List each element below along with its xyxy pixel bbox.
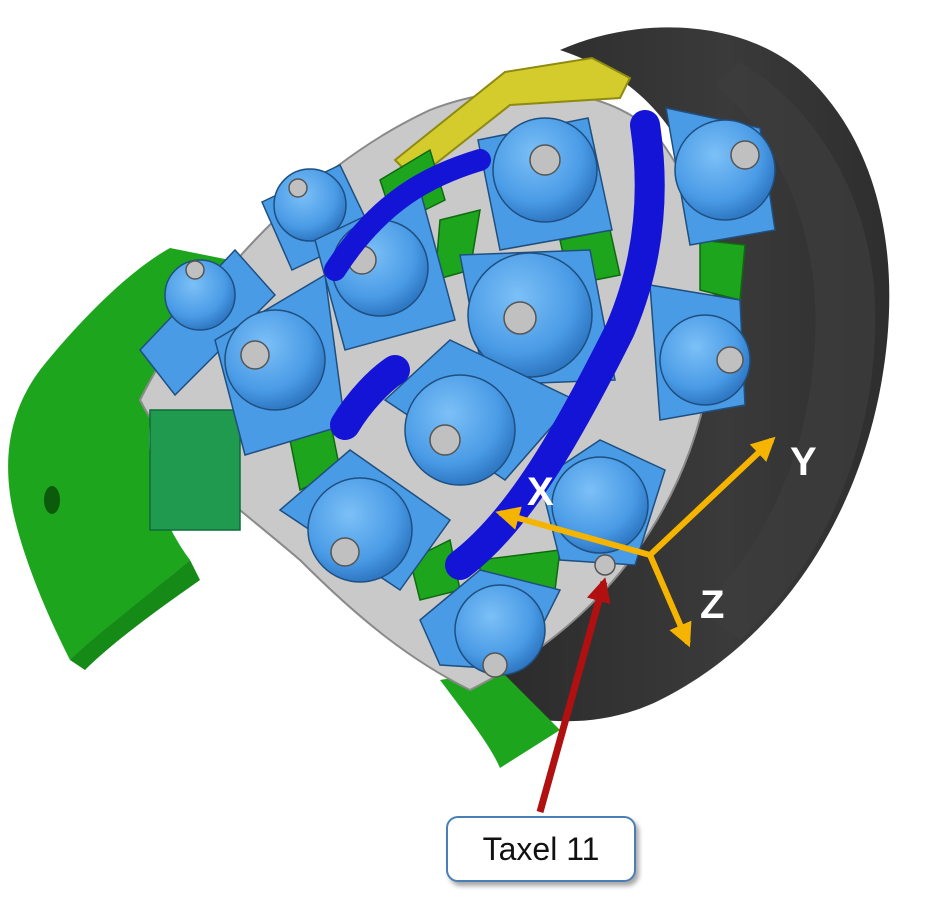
z-axis-label: Z bbox=[700, 583, 724, 627]
taxel bbox=[649, 284, 751, 421]
taxel bbox=[477, 117, 613, 251]
taxel bbox=[261, 164, 374, 272]
x-axis-label: X bbox=[527, 470, 554, 514]
taxel bbox=[383, 339, 577, 486]
coordinate-frame bbox=[495, 436, 776, 648]
z-axis-arrow bbox=[647, 553, 692, 648]
y-axis-arrow bbox=[647, 436, 776, 558]
taxel-array bbox=[139, 107, 776, 678]
mount-hole bbox=[44, 486, 60, 514]
taxel bbox=[539, 439, 666, 576]
taxel bbox=[665, 107, 776, 246]
taxel bbox=[419, 569, 562, 678]
green-base-rim bbox=[70, 560, 200, 670]
green-base-plate bbox=[8, 248, 230, 660]
y-axis-label: Y bbox=[790, 440, 817, 484]
taxel-callout: Taxel 11 bbox=[446, 816, 636, 882]
blue-strip-top bbox=[324, 149, 491, 281]
taxel-pointer-arrow bbox=[536, 577, 611, 813]
taxel bbox=[459, 249, 616, 386]
taxel bbox=[278, 449, 452, 592]
taxel bbox=[214, 273, 346, 456]
outer-shell-face bbox=[700, 62, 876, 640]
blue-strip-middle bbox=[330, 355, 410, 440]
green-base-lower bbox=[440, 670, 560, 768]
taxel bbox=[139, 248, 277, 397]
x-axis-arrow bbox=[495, 506, 651, 558]
